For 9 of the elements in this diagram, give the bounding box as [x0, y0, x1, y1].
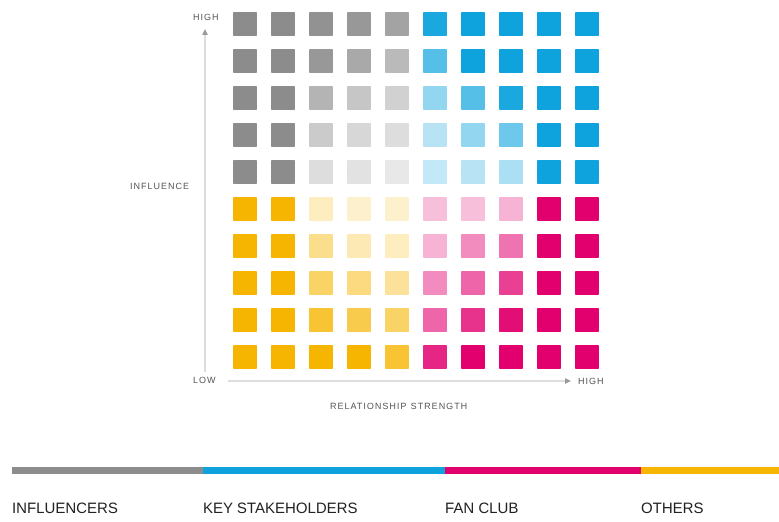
axis-label: HIGH	[578, 376, 604, 386]
legend-label: OTHERS	[641, 500, 704, 517]
axis-label: LOW	[193, 375, 217, 385]
axis-title: INFLUENCE	[130, 181, 190, 191]
legend-label: INFLUENCERS	[12, 500, 118, 517]
legend-label: KEY STAKEHOLDERS	[203, 500, 358, 517]
axis-title: RELATIONSHIP STRENGTH	[330, 401, 468, 411]
axis-label: HIGH	[193, 12, 220, 22]
legend-label: FAN CLUB	[445, 500, 518, 517]
